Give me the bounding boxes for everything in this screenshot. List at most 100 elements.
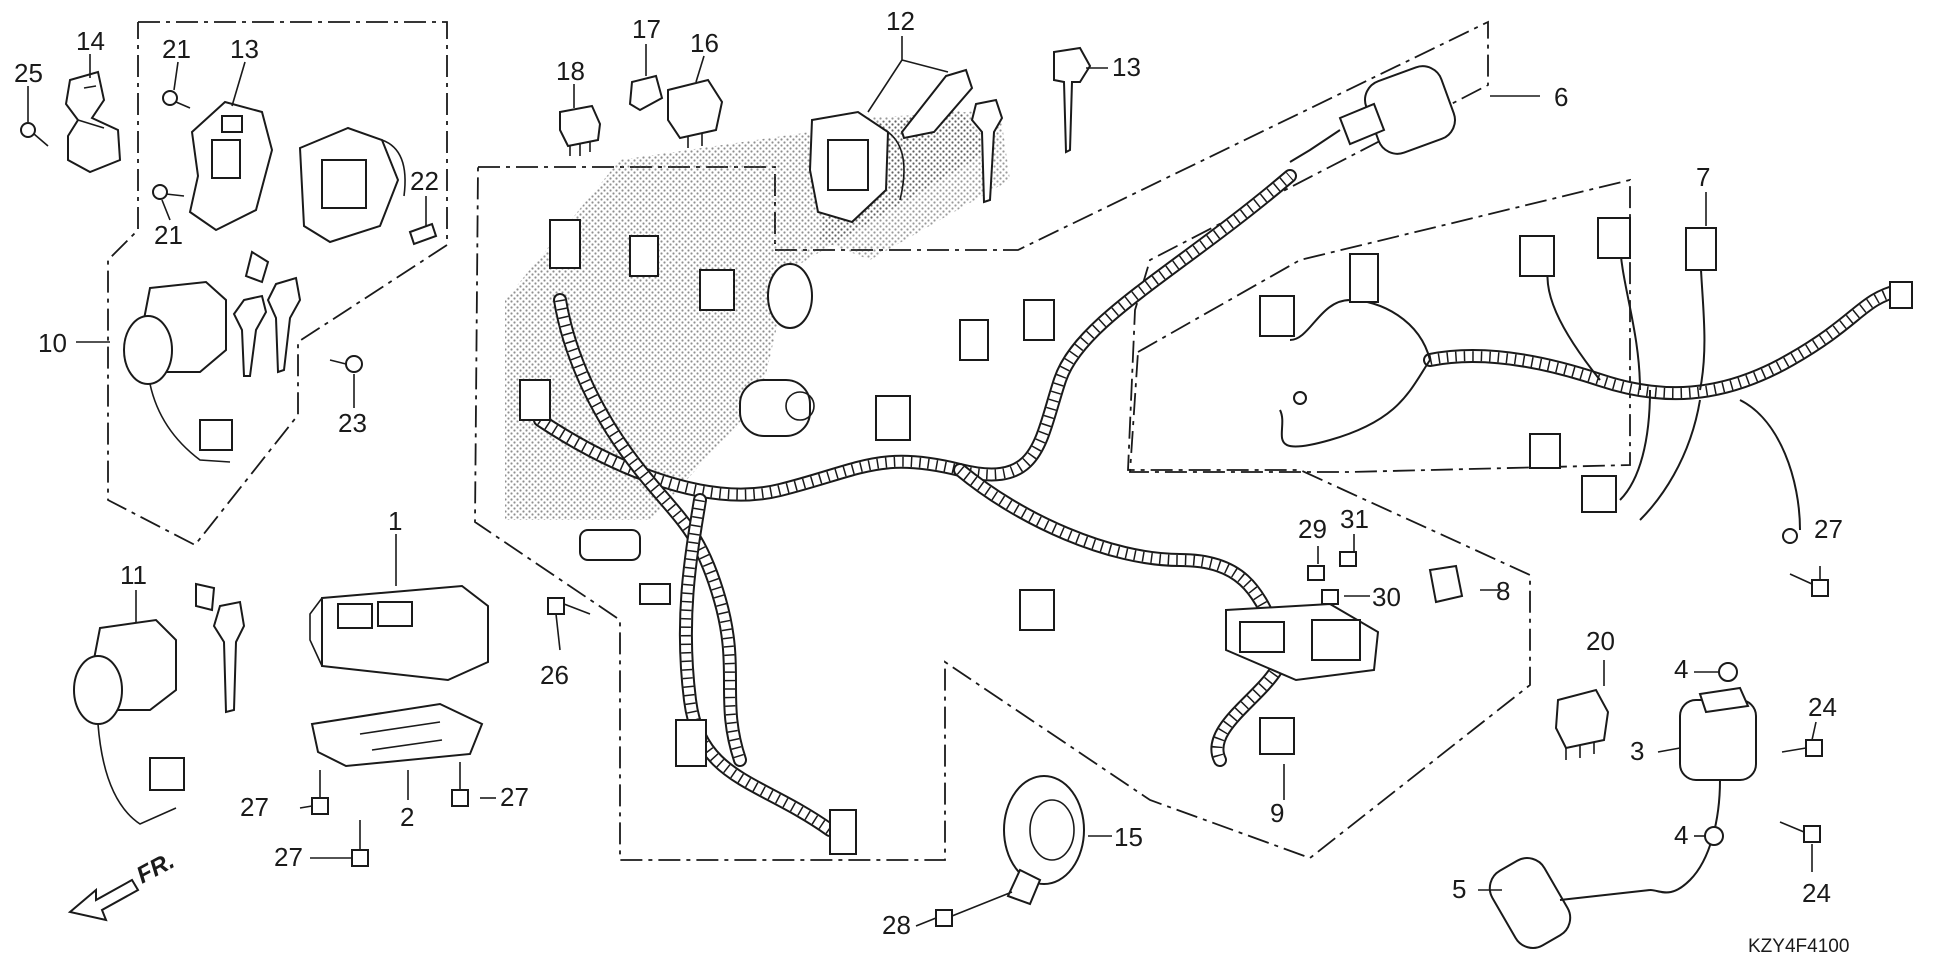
harness-connector	[1023, 299, 1055, 341]
callout-11: 11	[120, 560, 147, 590]
washer-part-4	[1704, 826, 1724, 846]
ignition-switch-part-10	[123, 250, 302, 463]
harness-connector	[639, 583, 671, 605]
lock-module	[298, 126, 406, 244]
bolt-part-27	[1789, 573, 1829, 597]
callout-9: 9	[1270, 798, 1284, 828]
callout-27: 27	[500, 782, 529, 812]
harness-terminal	[1782, 528, 1798, 544]
callout-29: 29	[1298, 514, 1327, 544]
screw-part-25	[20, 122, 49, 147]
fuse-part-31	[1339, 551, 1357, 567]
callout-4: 4	[1674, 654, 1688, 684]
bracket-part-15	[64, 70, 122, 174]
callout-7: 7	[1696, 162, 1710, 192]
callout-20: 20	[1586, 626, 1615, 656]
screw-part-21	[162, 90, 191, 109]
bolt-part-27	[351, 820, 369, 867]
horn-part-16	[1003, 775, 1085, 906]
connector-part-8	[1428, 564, 1464, 604]
lock-set-part-12	[808, 68, 1004, 224]
fuse-part-30	[1321, 589, 1339, 605]
harness-terminal	[1293, 391, 1307, 405]
harness-connector	[699, 269, 735, 311]
ignition-coil-part-3	[1649, 686, 1757, 894]
bolt-part-27	[451, 762, 469, 807]
bolt-part-24	[1781, 739, 1823, 757]
relay-part-18	[628, 74, 664, 112]
connector-part-9	[1259, 717, 1295, 755]
spark-plug-cap-part-5	[1488, 857, 1651, 949]
callout-8: 8	[1496, 576, 1510, 606]
main-wire-harness	[533, 169, 1297, 837]
callout-22: 22	[410, 166, 439, 196]
callout-10: 10	[38, 328, 67, 358]
front-direction-label: FR.	[132, 847, 179, 889]
callout-14: 13	[230, 34, 259, 64]
harness-connector	[629, 235, 659, 277]
callout-numbers: 25 14 21 13 21 22 10 23 11 1 2 27 27 27 …	[14, 6, 1843, 940]
bolt-part-26	[547, 597, 591, 615]
callout-12: 12	[886, 6, 915, 36]
key-part-13	[1053, 46, 1092, 154]
ecu-part-1	[309, 584, 489, 682]
callout-21: 21	[154, 220, 183, 250]
harness-connector	[579, 529, 641, 561]
callout-24: 24	[1802, 878, 1831, 908]
harness-connector	[1581, 475, 1617, 513]
washer-part-4	[1718, 662, 1738, 682]
harness-connector	[1519, 235, 1555, 277]
callout-26: 26	[540, 660, 569, 690]
harness-connector	[1259, 295, 1295, 337]
callout-23: 23	[338, 408, 367, 438]
callout-21: 21	[162, 34, 191, 64]
harness-connector	[1597, 217, 1631, 259]
callout-19: 18	[556, 56, 585, 86]
front-direction-arrow: FR.	[67, 847, 179, 922]
fuse-part-29	[1307, 565, 1325, 581]
harness-connector	[959, 319, 989, 361]
callout-27: 27	[274, 842, 303, 872]
callout-1: 1	[388, 506, 402, 536]
bolt-part-24	[1779, 821, 1821, 843]
bolt-part-28	[935, 891, 1013, 927]
harness-connector	[675, 719, 707, 767]
screw-part-23	[329, 355, 363, 373]
callout-4: 4	[1674, 820, 1688, 850]
callout-25: 25	[14, 58, 43, 88]
callout-15: 14	[76, 26, 105, 56]
switch-cover-part-14	[188, 100, 274, 232]
bolt-part-27	[311, 770, 329, 815]
harness-connector	[1019, 589, 1055, 631]
leader-lines	[27, 36, 1821, 927]
callout-17: 16	[690, 28, 719, 58]
fuse-holder	[739, 379, 815, 437]
screw-part-22	[408, 222, 438, 246]
fuse-box	[1225, 602, 1380, 682]
callout-30: 30	[1372, 582, 1401, 612]
harness-connector	[549, 219, 581, 269]
ignition-switch-part-11	[73, 582, 246, 825]
callout-27: 27	[240, 792, 269, 822]
relay-part-19	[559, 104, 602, 156]
harness-connector	[1349, 253, 1379, 303]
callout-3: 3	[1630, 736, 1644, 766]
harness-connector	[519, 379, 551, 421]
harness-connector	[1685, 227, 1717, 271]
callout-27: 27	[1814, 514, 1843, 544]
callout-5: 5	[1452, 874, 1466, 904]
ecu-bracket-part-2	[310, 702, 484, 768]
relay-part-17	[667, 78, 724, 148]
harness-connector	[829, 809, 857, 855]
relay-part-20	[1554, 688, 1610, 760]
harness-connector	[767, 263, 813, 329]
callout-24: 24	[1808, 692, 1837, 722]
callout-6: 6	[1554, 82, 1568, 112]
harness-connector	[1889, 281, 1913, 309]
callout-13: 13	[1112, 52, 1141, 82]
callout-16: 15	[1114, 822, 1143, 852]
diagram-reference-code: KZY4F4100	[1748, 936, 1849, 957]
main-harness-group-boundary	[474, 20, 1531, 861]
harness-connector	[1529, 433, 1561, 469]
